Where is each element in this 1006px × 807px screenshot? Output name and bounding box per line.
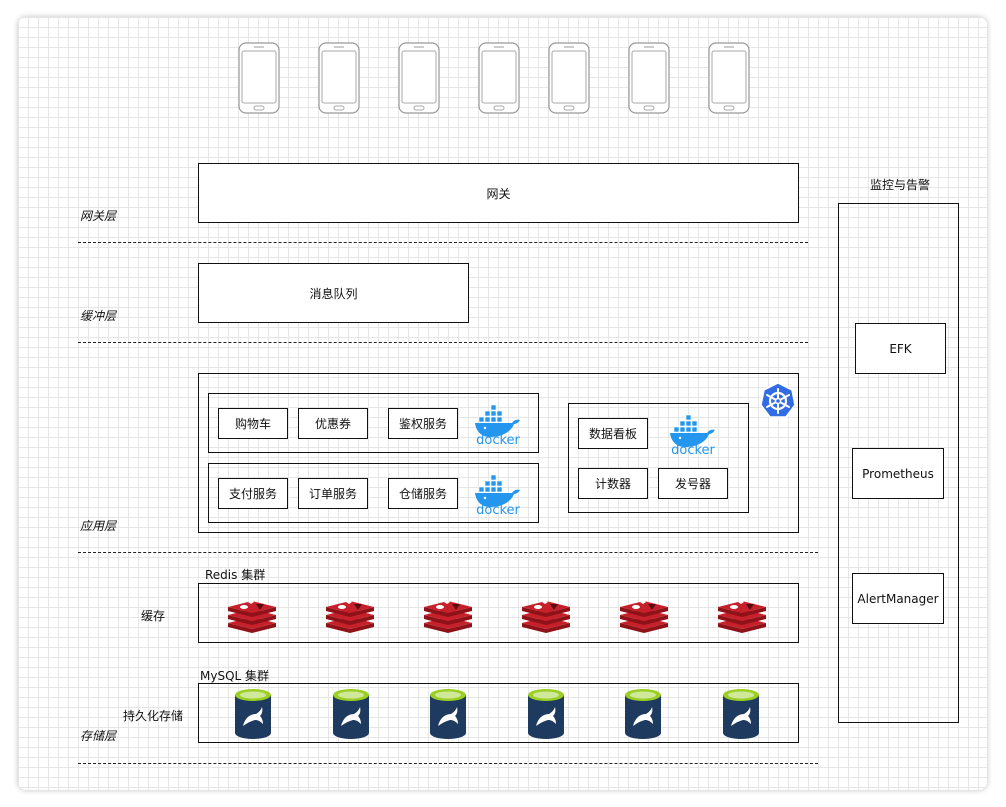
service-payment: 支付服务 xyxy=(218,478,288,509)
monitor-efk: EFK xyxy=(855,323,946,374)
monitor-item-label: EFK xyxy=(889,341,912,356)
service-label: 购物车 xyxy=(234,417,271,431)
mysql-icon xyxy=(234,688,272,740)
layer-divider xyxy=(78,552,818,553)
monitor-item-label: Prometheus xyxy=(862,466,934,481)
phone-icon xyxy=(548,42,590,114)
service-label: 鉴权服务 xyxy=(398,417,447,431)
service-group-3 xyxy=(568,403,749,513)
gateway-box: 网关 xyxy=(198,163,799,223)
service-id-generator: 发号器 xyxy=(658,468,728,499)
layer-label-app: 应用层 xyxy=(80,519,117,533)
service-coupon: 优惠券 xyxy=(298,408,368,439)
service-label: 计数器 xyxy=(594,477,631,491)
redis-icon xyxy=(716,591,768,635)
mysql-icon xyxy=(624,688,662,740)
phone-icon xyxy=(708,42,750,114)
redis-cluster-title: Redis 集群 xyxy=(205,568,266,582)
mysql-cluster-title: MySQL 集群 xyxy=(200,669,270,683)
phone-icon xyxy=(628,42,670,114)
docker-icon: docker xyxy=(472,471,524,515)
persistent-storage-label: 持久化存储 xyxy=(123,709,184,723)
diagram-canvas xyxy=(18,17,987,790)
monitor-frame xyxy=(838,203,959,723)
service-label: 订单服务 xyxy=(308,487,357,501)
service-label: 优惠券 xyxy=(314,417,351,431)
monitor-item-label: AlertManager xyxy=(857,591,939,606)
mq-label: 消息队列 xyxy=(309,286,358,301)
svg-text:docker: docker xyxy=(671,443,715,455)
redis-cluster-frame xyxy=(198,583,799,643)
mysql-icon xyxy=(429,688,467,740)
layer-divider xyxy=(78,763,818,764)
phone-icon xyxy=(398,42,440,114)
service-group-1 xyxy=(208,393,539,453)
svg-text:docker: docker xyxy=(476,433,520,445)
message-queue-box: 消息队列 xyxy=(198,263,469,323)
app-layer-frame xyxy=(198,373,799,533)
phone-icon xyxy=(318,42,360,114)
phone-icon xyxy=(478,42,520,114)
service-label: 仓储服务 xyxy=(398,487,447,501)
kubernetes-icon xyxy=(758,381,798,421)
mysql-cluster-frame xyxy=(198,683,799,743)
service-group-2 xyxy=(208,463,539,523)
redis-icon xyxy=(520,591,572,635)
redis-icon xyxy=(422,591,474,635)
service-label: 发号器 xyxy=(674,477,711,491)
service-counter: 计数器 xyxy=(578,468,648,499)
service-cart: 购物车 xyxy=(218,408,288,439)
redis-icon xyxy=(324,591,376,635)
service-dashboard: 数据看板 xyxy=(578,418,648,449)
layer-divider xyxy=(78,342,808,343)
cache-label: 缓存 xyxy=(141,609,166,623)
service-order: 订单服务 xyxy=(298,478,368,509)
phone-icon xyxy=(238,42,280,114)
mysql-icon xyxy=(332,688,370,740)
svg-text:docker: docker xyxy=(476,503,520,515)
layer-divider xyxy=(78,242,808,243)
redis-icon xyxy=(618,591,670,635)
layer-label-gateway: 网关层 xyxy=(80,209,117,223)
redis-icon xyxy=(226,591,278,635)
service-auth: 鉴权服务 xyxy=(388,408,458,439)
service-warehouse: 仓储服务 xyxy=(388,478,458,509)
gateway-label: 网关 xyxy=(486,186,511,201)
service-label: 数据看板 xyxy=(588,427,637,441)
monitor-alertmanager: AlertManager xyxy=(852,573,944,624)
monitor-title: 监控与告警 xyxy=(870,178,931,192)
mysql-icon xyxy=(722,688,760,740)
monitor-prometheus: Prometheus xyxy=(852,448,944,499)
layer-label-buffer: 缓冲层 xyxy=(80,309,117,323)
docker-icon: docker xyxy=(472,401,524,445)
docker-icon: docker xyxy=(667,411,719,455)
mysql-icon xyxy=(527,688,565,740)
service-label: 支付服务 xyxy=(228,487,277,501)
layer-label-storage: 存储层 xyxy=(80,729,117,743)
